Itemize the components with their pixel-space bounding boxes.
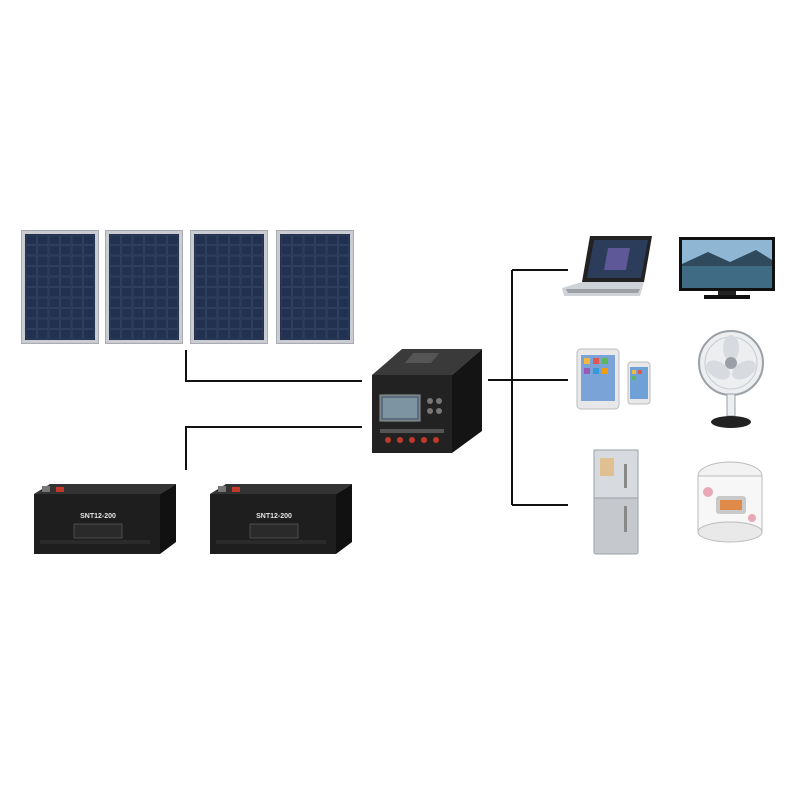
wire-batteries-to-controller (185, 426, 362, 470)
tv-icon (679, 237, 775, 299)
solar-panel-icon (21, 230, 99, 344)
wire-panels-to-controller (185, 350, 362, 382)
solar-panel-icon (105, 230, 183, 344)
refrigerator-icon (593, 449, 639, 555)
solar-panel-icon (190, 230, 268, 344)
tablet-phone-icon (576, 348, 651, 410)
battery-icon: SNT12-200 (210, 484, 352, 554)
solar-panel-icon (276, 230, 354, 344)
inverter-controller-icon (372, 349, 482, 453)
rice-cooker-icon (697, 461, 763, 543)
battery-model-label: SNT12-200 (256, 513, 292, 520)
laptop-icon (562, 236, 652, 296)
battery-model-label: SNT12-200 (80, 513, 116, 520)
battery-icon: SNT12-200 (34, 484, 176, 554)
desk-fan-icon (698, 330, 764, 428)
